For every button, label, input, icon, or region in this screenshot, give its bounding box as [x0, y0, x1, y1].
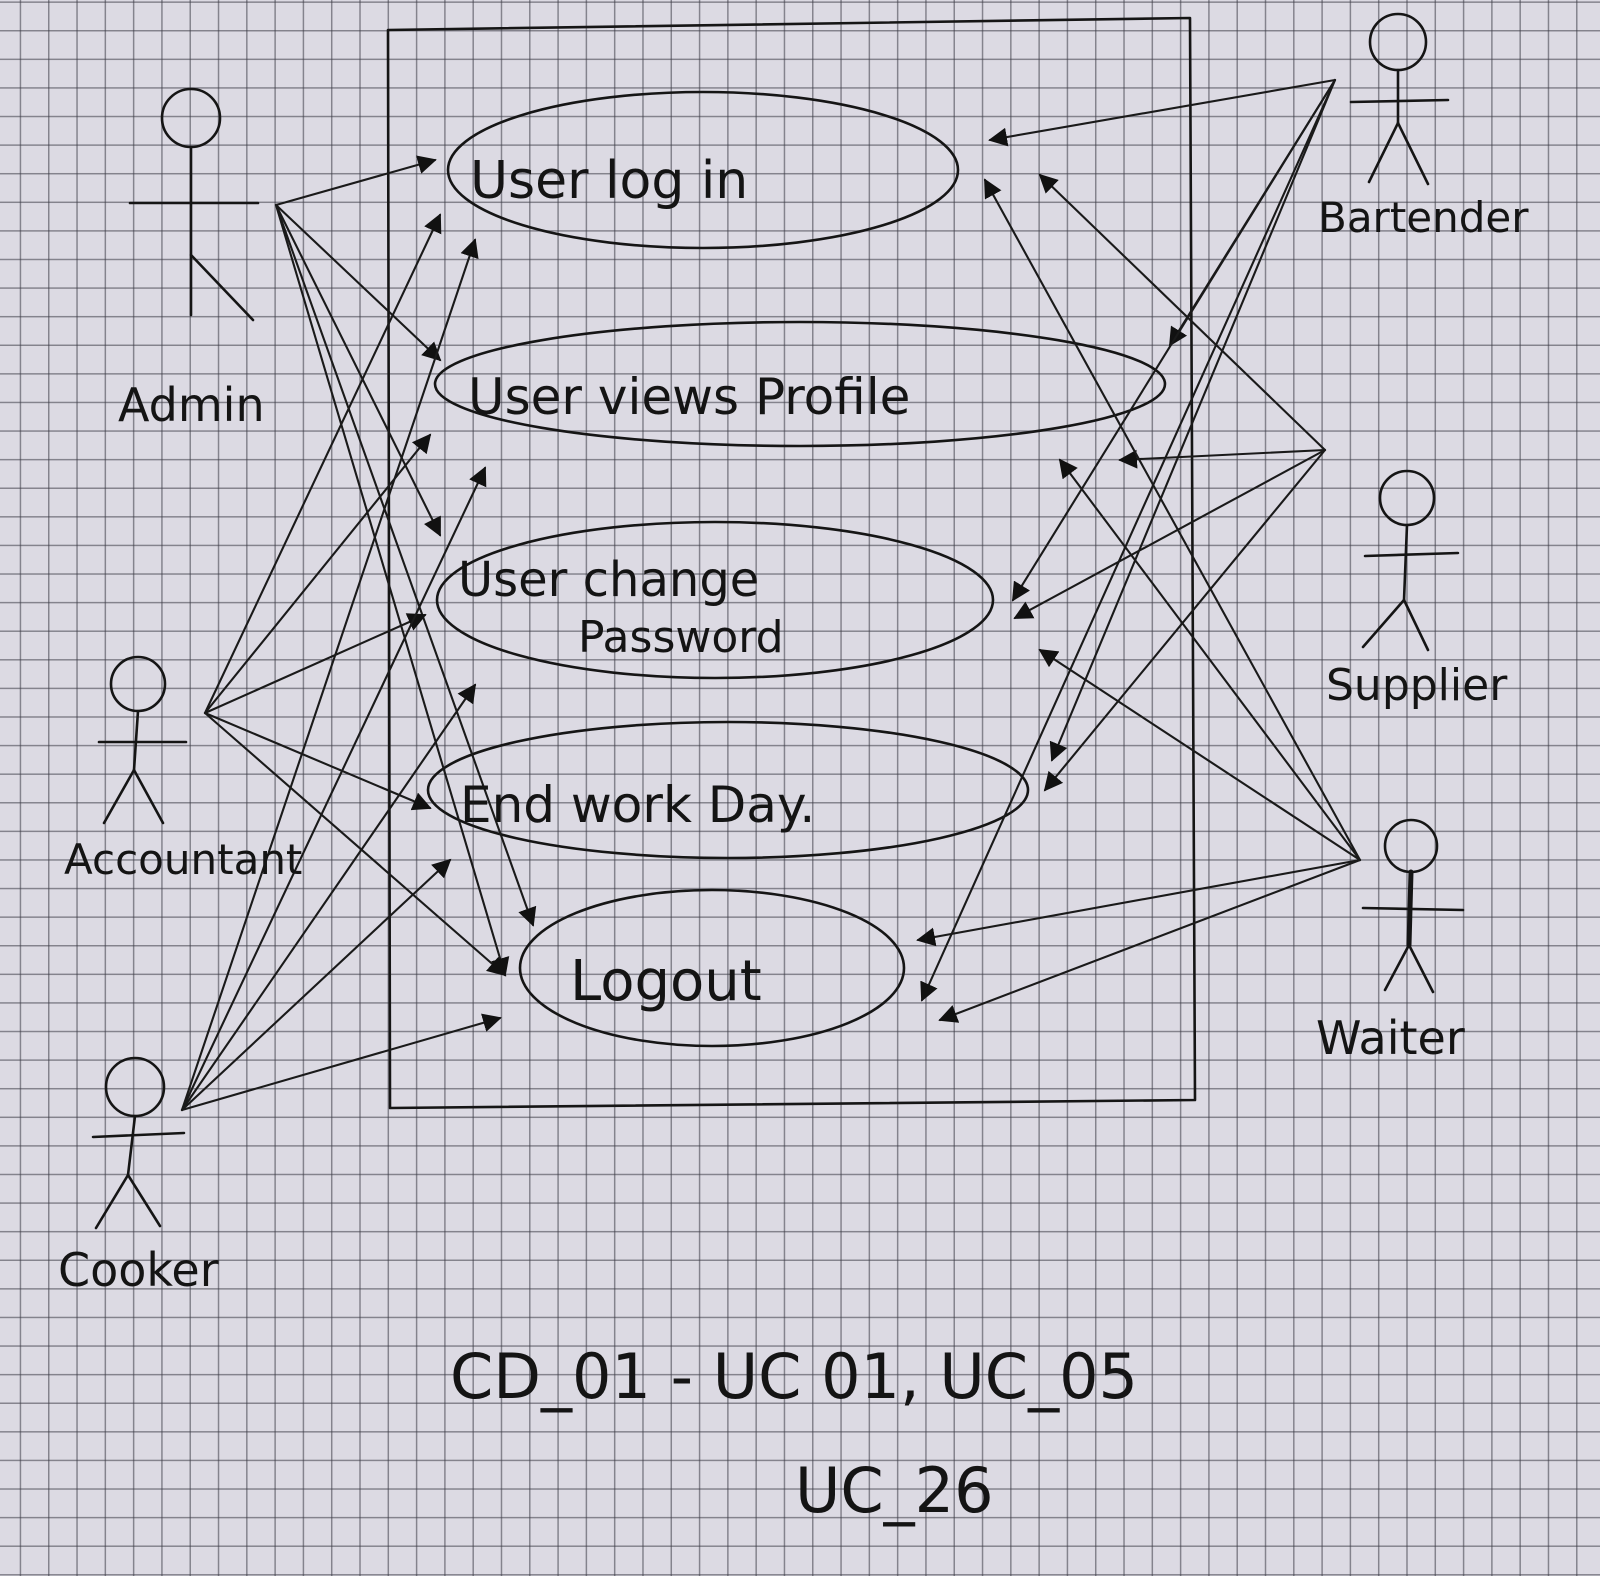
association-arrow-supplier-21	[1013, 448, 1327, 620]
actor-label-accountant: Accountant	[64, 835, 302, 884]
association-arrow-admin-1	[274, 203, 442, 362]
association-arrow-supplier-20	[1118, 448, 1327, 469]
association-arrow-accountant-6	[203, 433, 432, 715]
usecase-label-view-profile: User views Profile	[468, 368, 910, 426]
system-boundary	[386, 16, 1197, 1110]
actor-label-admin: Admin	[118, 378, 265, 432]
usecase-label-change-password-1: User change	[458, 552, 759, 608]
association-arrow-supplier-23	[1038, 173, 1327, 452]
association-arrow-accountant-5	[203, 213, 442, 715]
association-arrow-admin-2	[274, 203, 442, 537]
association-arrow-waiter-28	[983, 178, 1362, 862]
association-arrow-admin-0	[274, 155, 437, 207]
association-arrow-bartender-18	[1049, 78, 1337, 762]
association-arrow-cooker-10	[180, 238, 479, 1112]
actor-label-cooker: Cooker	[58, 1243, 219, 1297]
association-lines	[180, 78, 1362, 1112]
association-arrow-admin-3	[274, 203, 510, 977]
association-arrow-cooker-13	[180, 858, 452, 1112]
usecase-ellipse-login	[446, 90, 960, 250]
actor-bartender-figure	[1349, 12, 1450, 186]
usecase-label-end-work-day: End work Day.	[460, 776, 815, 834]
association-arrow-cooker-14	[180, 1013, 502, 1112]
actor-label-waiter: Waiter	[1316, 1011, 1465, 1065]
actor-cooker-figure	[91, 1056, 186, 1230]
association-arrow-bartender-15	[988, 78, 1337, 147]
association-arrow-admin-4	[274, 203, 537, 927]
actor-accountant-figure	[97, 655, 188, 825]
usecase-ellipse-change-password	[435, 520, 995, 680]
association-arrow-bartender-19	[920, 78, 1337, 1002]
association-arrow-accountant-7	[203, 613, 427, 715]
actor-label-supplier: Supplier	[1326, 660, 1508, 711]
actor-label-bartender: Bartender	[1318, 193, 1529, 242]
usecase-ellipse-end-work-day	[426, 720, 1030, 860]
association-arrow-accountant-8	[203, 711, 432, 811]
association-arrow-cooker-12	[180, 683, 477, 1112]
association-arrow-waiter-24	[1058, 458, 1362, 862]
actor-supplier-figure	[1361, 469, 1460, 652]
association-arrow-bartender-17	[1011, 78, 1337, 602]
association-arrow-accountant-9	[203, 711, 507, 977]
usecase-label-login: User log in	[470, 151, 748, 211]
usecase-label-change-password-2: Password	[578, 612, 784, 663]
diagram-code-line-1: CD_01 - UC 01, UC_05	[450, 1340, 1138, 1413]
association-arrow-waiter-25	[1038, 648, 1362, 862]
association-arrow-supplier-22	[1043, 448, 1327, 792]
actor-admin-figure	[128, 87, 260, 322]
association-arrow-waiter-26	[916, 858, 1362, 947]
diagram-code-line-2: UC_26	[795, 1454, 994, 1527]
actor-waiter-figure	[1361, 818, 1465, 994]
usecase-label-logout: Logout	[570, 949, 762, 1014]
association-arrow-waiter-27	[938, 858, 1362, 1023]
association-arrow-cooker-11	[180, 466, 487, 1112]
usecase-ellipse-logout	[518, 888, 906, 1048]
usecase-ellipse-view-profile	[433, 320, 1167, 448]
